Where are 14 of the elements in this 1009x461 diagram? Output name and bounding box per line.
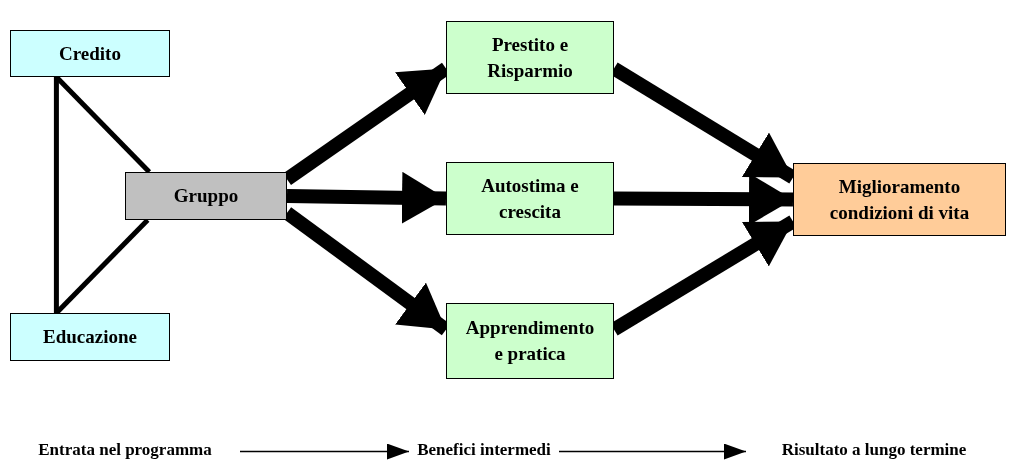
process-box: Apprendimento e pratica — [446, 303, 614, 379]
process-box: Educazione — [10, 313, 170, 361]
process-box: Prestito e Risparmio — [446, 21, 614, 94]
arrow — [558, 443, 747, 460]
outcome-box: Miglioramento condizioni di vita — [793, 163, 1006, 236]
arrow — [239, 443, 410, 460]
stage-label: Risultato a lungo termine — [746, 440, 1002, 461]
process-box: Autostima e crescita — [446, 162, 614, 235]
block-arrow — [286, 171, 447, 224]
connector-line — [53, 77, 59, 313]
process-box: Gruppo — [125, 172, 287, 220]
stage-label: Entrata nel programma — [10, 440, 240, 461]
process-box: Credito — [10, 30, 170, 77]
stage-label: Benefici intermedi — [409, 440, 559, 461]
